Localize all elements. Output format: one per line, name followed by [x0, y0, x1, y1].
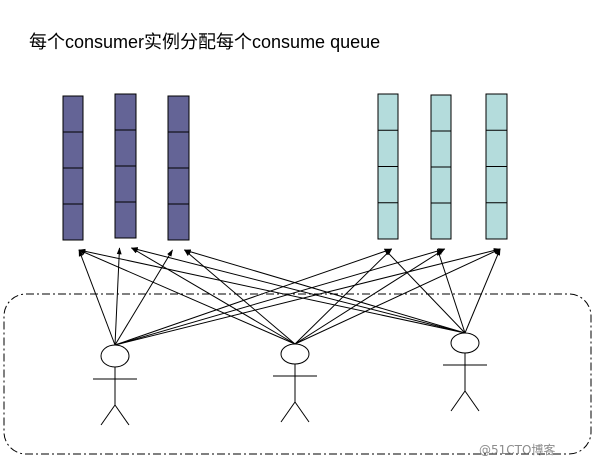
arrow-consumer2-to-queue1 — [78, 249, 296, 345]
consumer-head — [280, 343, 310, 365]
arrow-consumer2-to-queue3 — [183, 249, 296, 345]
consumer-head — [100, 344, 130, 368]
consumer-1 — [93, 344, 137, 426]
queue-3 — [167, 95, 190, 241]
consumer-right-leg — [114, 404, 130, 426]
arrow-consumer2-to-queue6 — [294, 248, 501, 345]
consumers-layer — [93, 332, 487, 426]
arrow-consumer3-to-queue6 — [464, 248, 501, 334]
queue-6 — [485, 93, 508, 240]
queues-layer — [62, 93, 508, 241]
consumer-left-leg — [450, 390, 466, 412]
watermark: @51CTO博客 — [479, 443, 556, 457]
consumer-group-boundary — [3, 293, 592, 455]
arrow-consumer2-to-queue2 — [130, 247, 296, 345]
arrow-consumer3-to-queue4 — [383, 248, 466, 334]
arrow-consumer2-to-queue5 — [294, 248, 446, 345]
consumer-head — [450, 332, 480, 354]
consumer-2 — [273, 343, 317, 423]
arrow-consumer1-to-queue3 — [114, 249, 173, 346]
queue-2 — [114, 93, 137, 239]
arrow-consumer1-to-queue4 — [114, 248, 393, 346]
queue-1 — [62, 95, 84, 241]
arrow-consumer1-to-queue1 — [78, 249, 116, 346]
consumer-right-leg — [294, 401, 310, 423]
queue-4 — [377, 93, 399, 240]
arrow-consumer3-to-queue3 — [183, 249, 466, 334]
consumer-3 — [443, 332, 487, 412]
arrow-consumer1-to-queue6 — [114, 248, 501, 346]
arrows-layer — [78, 247, 501, 346]
consumer-right-leg — [464, 390, 480, 412]
consumer-left-leg — [100, 404, 116, 426]
diagram-title: 每个consumer实例分配每个consume queue — [29, 32, 381, 52]
arrow-consumer3-to-queue5 — [436, 248, 466, 334]
queue-5 — [430, 94, 452, 240]
arrow-consumer1-to-queue2 — [114, 247, 122, 346]
arrow-consumer3-to-queue2 — [130, 247, 466, 334]
consumer-left-leg — [280, 401, 296, 423]
arrow-consumer1-to-queue5 — [114, 248, 446, 346]
arrow-consumer3-to-queue1 — [78, 248, 466, 334]
